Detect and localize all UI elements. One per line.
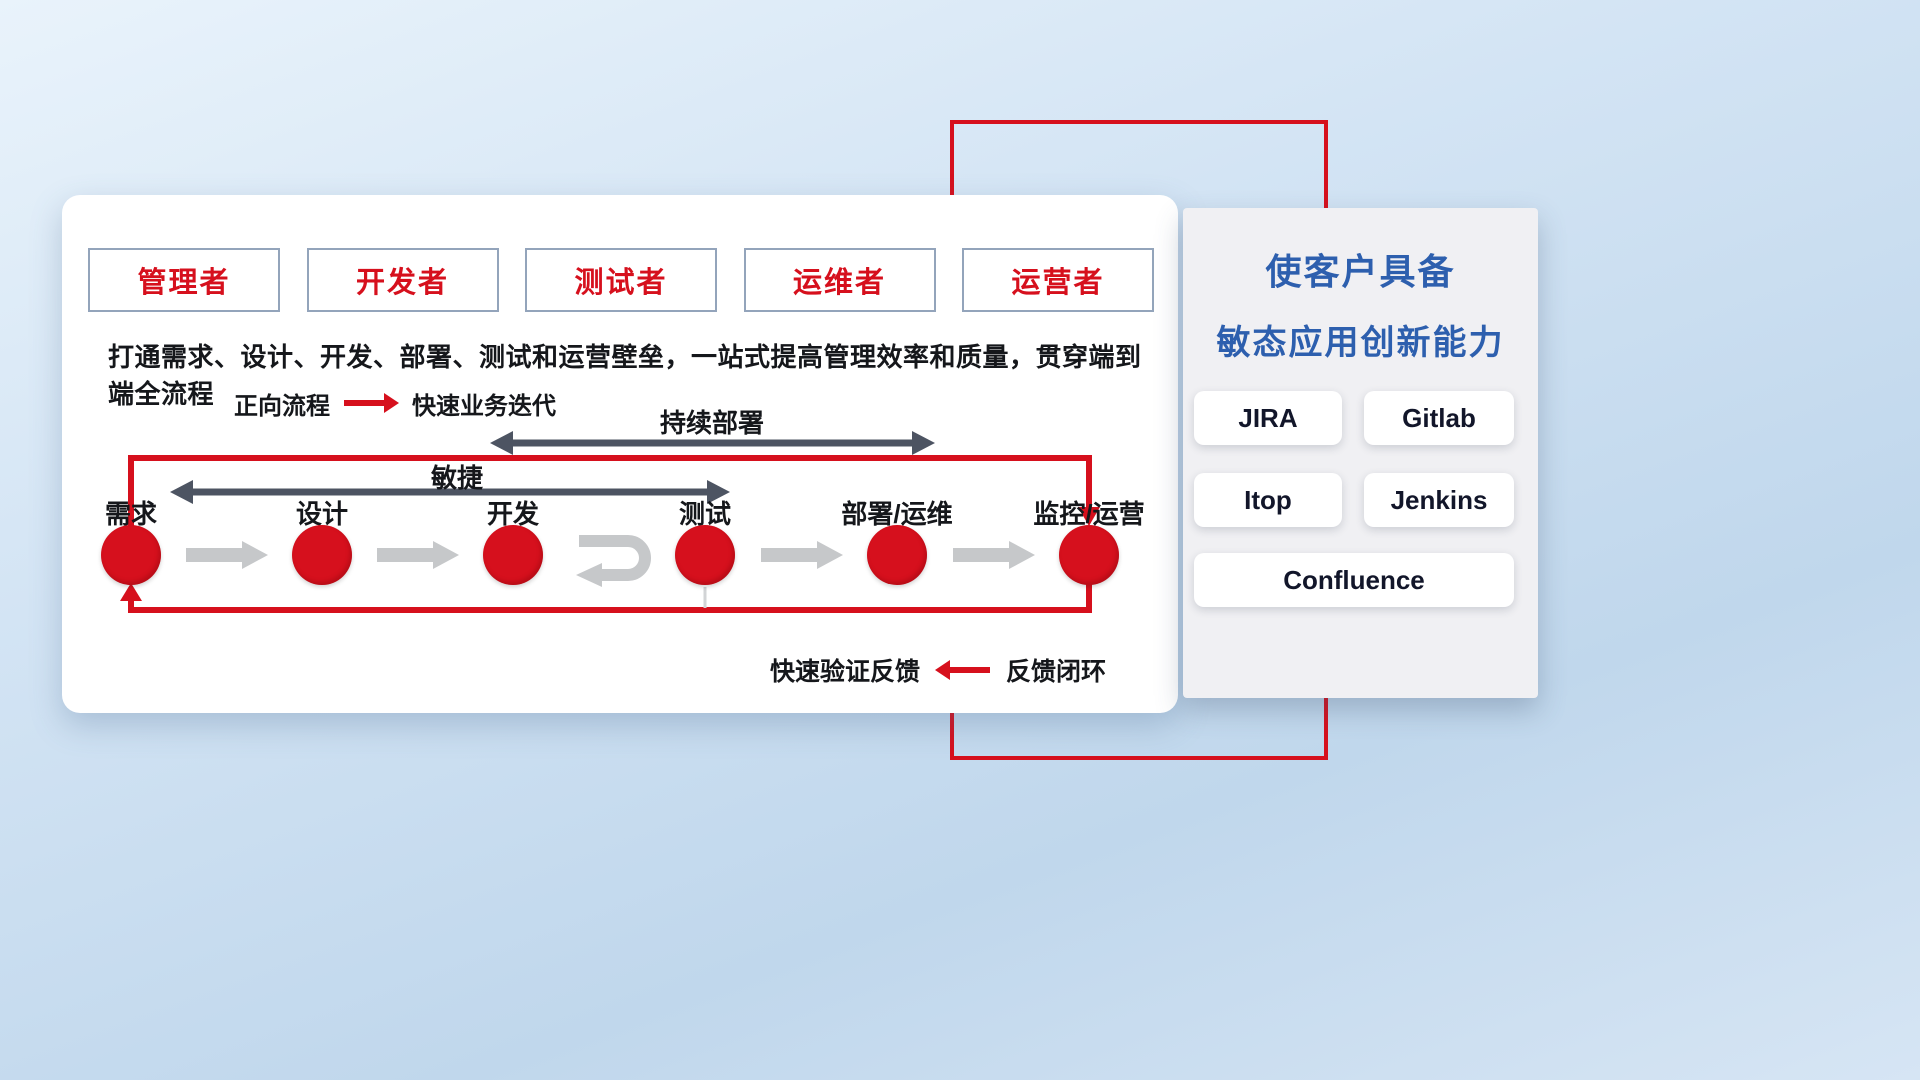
stage-label-design: 设计 — [295, 499, 349, 529]
forward-arrow-icon — [344, 400, 384, 406]
tool-box-gitlab: Gitlab — [1364, 391, 1514, 445]
capability-title-line1: 使客户具备 — [1265, 251, 1456, 292]
red-feedback-loop-arrowhead — [120, 583, 142, 601]
stage-label-requirements: 需求 — [104, 499, 158, 529]
role-box-operation: 运营者 — [962, 248, 1154, 312]
tool-box-confluence: Confluence — [1194, 553, 1514, 607]
legend-feedback: 快速验证反馈 反馈闭环 — [770, 655, 1107, 686]
agile-arrowhead-right — [707, 480, 730, 504]
role-label-tester: 测试者 — [574, 267, 668, 299]
continuous-deploy-arrowhead-left — [490, 431, 513, 455]
span-label-continuous-deploy: 持续部署 — [659, 408, 765, 438]
stage-label-deploy-ops: 部署/运维 — [841, 499, 953, 529]
step-arrow-5 — [953, 541, 1035, 569]
step-arrow-4 — [761, 541, 843, 569]
devops-flow-panel: 管理者 开发者 测试者 运维者 运营者 打通需求、设计、开发、部署、测试和运营壁… — [62, 195, 1178, 713]
stage-dot-requirements — [101, 525, 161, 585]
span-label-agile: 敏捷 — [430, 463, 484, 493]
legend-feedback-label: 快速验证反馈 — [770, 658, 921, 686]
feedback-arrow-icon — [950, 667, 991, 673]
legend-forward-label: 正向流程 — [234, 392, 330, 420]
tool-box-jira: JIRA — [1194, 391, 1342, 445]
stage-label-develop: 开发 — [486, 499, 540, 529]
stage-label-monitor-ops: 监控/运营 — [1033, 499, 1145, 529]
red-forward-loop-arrowhead — [1078, 507, 1100, 526]
role-boxes-row: 管理者 开发者 测试者 运维者 运营者 — [88, 248, 1154, 312]
red-forward-loop-line — [128, 455, 1092, 531]
role-label-manager: 管理者 — [137, 267, 231, 299]
legend-forward: 正向流程 快速业务迭代 — [234, 388, 556, 420]
stage-label-test: 测试 — [678, 499, 732, 529]
stage-dot-design — [292, 525, 352, 585]
role-label-ops: 运维者 — [792, 267, 886, 299]
flow-arrows-graphic — [120, 431, 1100, 613]
iteration-uturn-icon — [576, 535, 651, 587]
tool-box-jenkins: Jenkins — [1364, 473, 1514, 527]
agile-arrowhead-left — [170, 480, 193, 504]
role-box-manager: 管理者 — [88, 248, 280, 312]
stage-dot-develop — [483, 525, 543, 585]
legend-forward-desc: 快速业务迭代 — [412, 392, 556, 420]
stage-dot-deploy-ops — [867, 525, 927, 585]
red-feedback-loop-line — [128, 583, 1092, 613]
role-label-developer: 开发者 — [355, 267, 449, 299]
role-label-operation: 运营者 — [1011, 267, 1105, 299]
stage-dot-monitor-ops — [1059, 525, 1119, 585]
step-arrow-2 — [377, 541, 459, 569]
continuous-deploy-arrowhead-right — [912, 431, 935, 455]
stage-dot-test — [675, 525, 735, 585]
tool-box-itop: Itop — [1194, 473, 1342, 527]
role-box-developer: 开发者 — [306, 248, 499, 312]
capability-panel: 使客户具备 敏态应用创新能力 JIRA Gitlab Itop Jenkins … — [1183, 208, 1538, 698]
role-box-tester: 测试者 — [525, 248, 717, 312]
role-box-ops: 运维者 — [743, 248, 936, 312]
step-arrow-1 — [186, 541, 268, 569]
flow-subtitle: 打通需求、设计、开发、部署、测试和运营壁垒，一站式提高管理效率和质量，贯穿端到端… — [108, 342, 1142, 409]
legend-feedback-desc: 反馈闭环 — [1006, 658, 1107, 686]
capability-title-line2: 敏态应用创新能力 — [1216, 324, 1505, 362]
